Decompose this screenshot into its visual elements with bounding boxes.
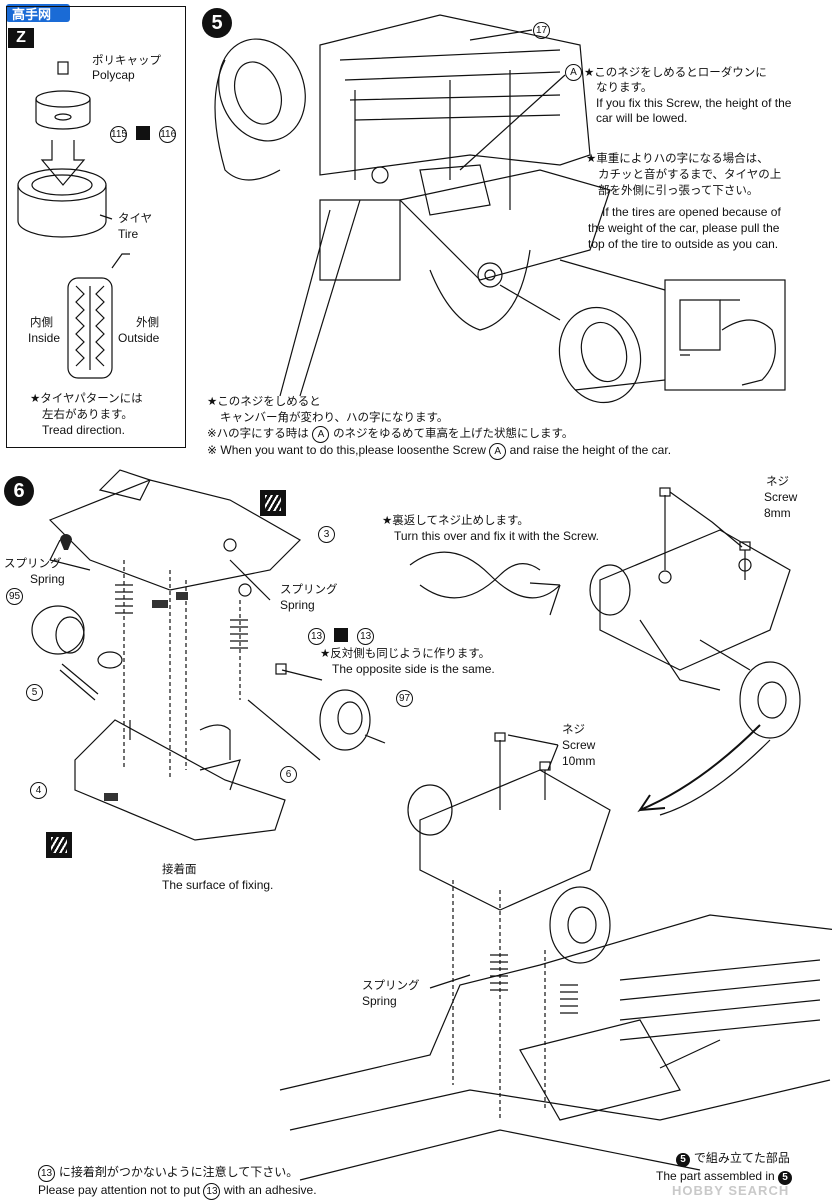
part-97-callout: 97 <box>396 690 413 707</box>
screw-a-marker: A <box>312 426 330 443</box>
site-logo: 高手网 <box>6 4 70 23</box>
note-a-jp1: ★このネジをしめるとローダウンに <box>584 65 767 79</box>
tire-label-jp: タイヤ <box>118 211 153 225</box>
spring-mid-en: Spring <box>280 598 315 612</box>
tread-note-en: Tread direction. <box>42 423 125 437</box>
warning-text-a: Please pay attention not to put <box>38 1183 201 1197</box>
assembled-part-note-jp: 5 で組み立てた部品 <box>676 1150 790 1167</box>
bowtie-icon <box>136 125 151 140</box>
fix-surface-jp: 接着面 <box>162 862 197 876</box>
inside-label-en: Inside <box>28 331 61 345</box>
polycap-label-jp: ポリキャップ <box>92 53 161 67</box>
corner-badge: Z <box>8 28 34 48</box>
note-a-jp2: なります。 <box>596 80 653 94</box>
part-95-callout: 95 <box>6 588 23 605</box>
step-5-marker: 5 <box>202 8 232 38</box>
glue-icon <box>260 490 286 516</box>
screw10-label-en: Screw <box>562 738 596 752</box>
parts-pair-13: 13 13 <box>308 624 375 645</box>
step-ref-marker: 5 <box>676 1153 690 1167</box>
part-number: 13 <box>38 1165 55 1182</box>
note-a-en2: car will be lowed. <box>596 111 688 125</box>
bowtie-icon <box>334 627 349 642</box>
screw10-label-jp: ネジ <box>562 722 585 736</box>
tread-note-jp2: 左右があります。 <box>42 407 133 421</box>
assembled-text-jp: で組み立てた部品 <box>693 1151 790 1165</box>
polycap-label-en: Polycap <box>92 68 135 82</box>
screw8-size: 8mm <box>764 506 791 520</box>
tire-inset-panel <box>6 6 186 448</box>
assembled-text-en: The part assembled in <box>656 1169 775 1183</box>
step-ref-marker: 5 <box>778 1171 793 1185</box>
opposite-note-jp: ★反対側も同じように作ります。 <box>320 646 491 660</box>
tire-label-en: Tire <box>118 227 139 241</box>
warning-text-b: with an adhesive. <box>223 1183 317 1197</box>
tread-note-jp1: ★タイヤパターンには <box>30 391 143 405</box>
watermark-text: HOBBY SEARCH <box>672 1183 790 1198</box>
screw-a-marker: A <box>565 64 582 81</box>
spring-mid-jp: スプリング <box>280 582 338 596</box>
inside-label-jp: 内側 <box>30 315 53 329</box>
outside-label-jp: 外側 <box>136 315 159 329</box>
note-c-en-b: and raise the height of the car. <box>509 443 672 457</box>
part-17-callout: 17 <box>533 22 550 39</box>
turn-note-en: Turn this over and fix it with the Screw… <box>394 529 599 543</box>
adhesive-warning-jp: 13 に接着剤がつかないように注意して下さい。 <box>38 1164 298 1182</box>
note-b-jp2: カチッと音がするまで、タイヤの上 <box>598 167 782 181</box>
note-b-en1: If the tires are opened because of <box>602 205 781 219</box>
spring-lower-en: Spring <box>362 994 397 1008</box>
part-6-callout: 6 <box>280 766 297 783</box>
note-c-jp3a: ※ハの字にする時は <box>207 426 309 440</box>
note-c-line3: ※ハの字にする時は A のネジをゆるめて車高を上げた状態にします。 <box>207 426 573 443</box>
screw10-size: 10mm <box>562 754 596 768</box>
note-b-en2: the weight of the car, please pull the <box>588 221 780 235</box>
screw8-label-jp: ネジ <box>766 474 789 488</box>
fix-surface-en: The surface of fixing. <box>162 878 274 892</box>
note-c-jp2: キャンバー角が変わり、ハの字になります。 <box>220 410 449 424</box>
logo-text: 高手网 <box>12 8 52 23</box>
note-b-jp1: ★車重によりハの字になる場合は、 <box>586 151 769 165</box>
note-c-en-a: ※ When you want to do this,please loosen… <box>207 443 486 457</box>
note-c-jp1: ★このネジをしめると <box>207 394 321 408</box>
part-number: 13 <box>203 1183 221 1200</box>
screw-a-marker: A <box>489 443 507 460</box>
part-4-callout: 4 <box>30 782 47 799</box>
screw8-label-en: Screw <box>764 490 798 504</box>
spring-left-jp: スプリング <box>4 556 62 570</box>
outside-label-en: Outside <box>118 331 160 345</box>
note-b-jp3: 部を外側に引っ張って下さい。 <box>598 183 759 197</box>
assembled-part-note-en: The part assembled in 5 <box>656 1168 793 1185</box>
watermark: HOBBY SEARCH <box>672 1183 789 1198</box>
parts-pair: 115 116 <box>110 122 177 143</box>
part-number: 13 <box>308 628 325 645</box>
note-b-en3: top of the tire to outside as you can. <box>588 237 779 251</box>
warning-text: に接着剤がつかないように注意して下さい。 <box>58 1165 299 1179</box>
part-number: 13 <box>357 628 375 645</box>
turn-note-jp: ★裏返してネジ止めします。 <box>382 513 529 527</box>
note-c-jp3b: のネジをゆるめて車高を上げた状態にします。 <box>333 426 574 440</box>
part-5-callout: 5 <box>26 684 43 701</box>
part-3-callout: 3 <box>318 526 335 543</box>
part-number: 116 <box>159 126 177 143</box>
step-6-marker: 6 <box>4 476 34 506</box>
note-a-en1: If you fix this Screw, the height of the <box>596 96 792 110</box>
spring-lower-jp: スプリング <box>362 978 420 992</box>
note-c-en: ※ When you want to do this,please loosen… <box>207 443 671 460</box>
spring-left-en: Spring <box>30 572 65 586</box>
opposite-note-en: The opposite side is the same. <box>332 662 495 676</box>
adhesive-warning-en: Please pay attention not to put 13 with … <box>38 1182 317 1200</box>
glue-icon <box>46 832 72 858</box>
part-number: 115 <box>110 126 127 143</box>
